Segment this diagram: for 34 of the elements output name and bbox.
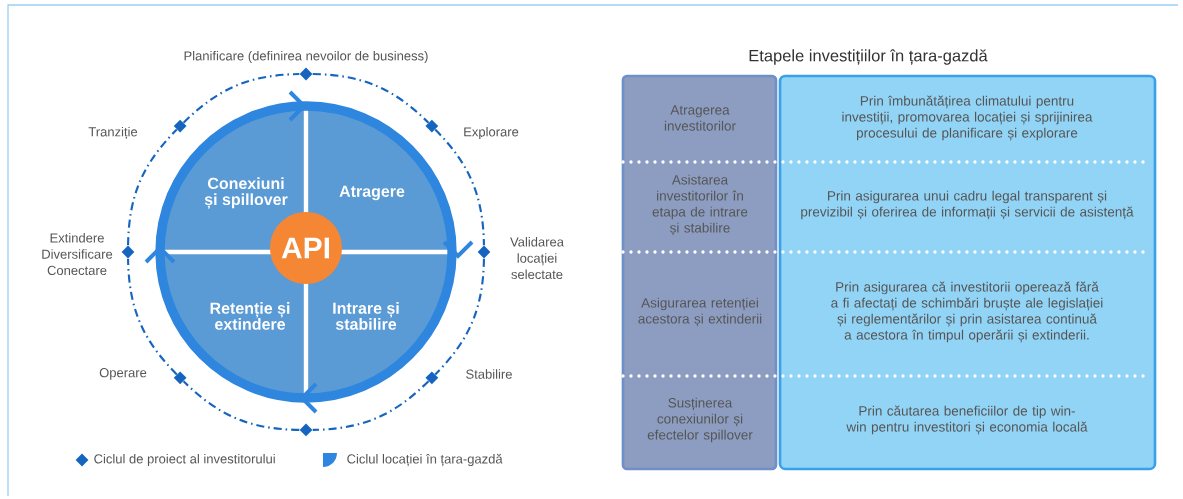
- stage-label: Stabilire: [466, 369, 512, 379]
- cycle-arc: [312, 73, 430, 124]
- milestone-diamond: [477, 245, 491, 259]
- cycle-arc: [312, 380, 430, 431]
- legend-text: Ciclul de proiect al investitorului: [94, 453, 275, 467]
- milestone-diamond: [299, 423, 313, 437]
- cycle-arc: [434, 258, 485, 376]
- stage-name: Atragerea investitorilor: [664, 105, 736, 131]
- milestone-diamond: [425, 119, 439, 133]
- stage-label: Extindere Diversificare Conectare: [42, 232, 113, 275]
- stage-label: Tranziție: [88, 126, 138, 140]
- stage-label: Validarea locației selectate: [510, 236, 564, 279]
- stage-name: Asigurarea retenției acestora și extinderii: [638, 297, 762, 327]
- cycle-arc: [182, 380, 300, 431]
- milestone-diamond: [121, 245, 135, 259]
- stage-name: Susținerea conexiunilor și efectelor spillover: [647, 397, 753, 443]
- milestone-diamond: [173, 119, 187, 133]
- stage-name: Asistarea investitorilor în etapa de intrare și stabilire: [652, 174, 748, 236]
- stage-description: Prin asigurarea unui cadru legal transparent și previzibil și oferirea de informații și servicii de asistență: [801, 190, 1134, 220]
- stage-label: Explorare: [464, 126, 519, 140]
- legend-text: Ciclul locației în țara-gazdă: [347, 453, 503, 467]
- milestone-diamond: [425, 371, 439, 385]
- milestone-diamond: [173, 371, 187, 385]
- cycle-arc: [127, 128, 178, 246]
- cycle-arc: [127, 258, 178, 376]
- table-title: Etapele investițiilor în țara-gazdă: [749, 49, 988, 65]
- stage-description: Prin căutarea beneficiilor de tip win-win pentru investitori și economia locală: [846, 405, 1088, 435]
- stage-label: Operare: [99, 368, 147, 380]
- stage-label: Planificare (definirea nevoilor de business): [184, 50, 428, 64]
- stage-description: Prin îmbunătățirea climatului pentru investiții, promovarea locației și sprijinirea procesului de planificare și explorare: [842, 95, 1093, 141]
- cycle-arc: [182, 73, 300, 124]
- stage-description: Prin asigurarea că investitorii operează fără a fi afectați de schimbări bruște ale legislației și reglementărilor și prin asistarea continuă a acestora în timpul operării și extinderii.: [831, 281, 1103, 343]
- milestone-diamond: [299, 67, 313, 81]
- cycle-arc: [434, 128, 485, 246]
